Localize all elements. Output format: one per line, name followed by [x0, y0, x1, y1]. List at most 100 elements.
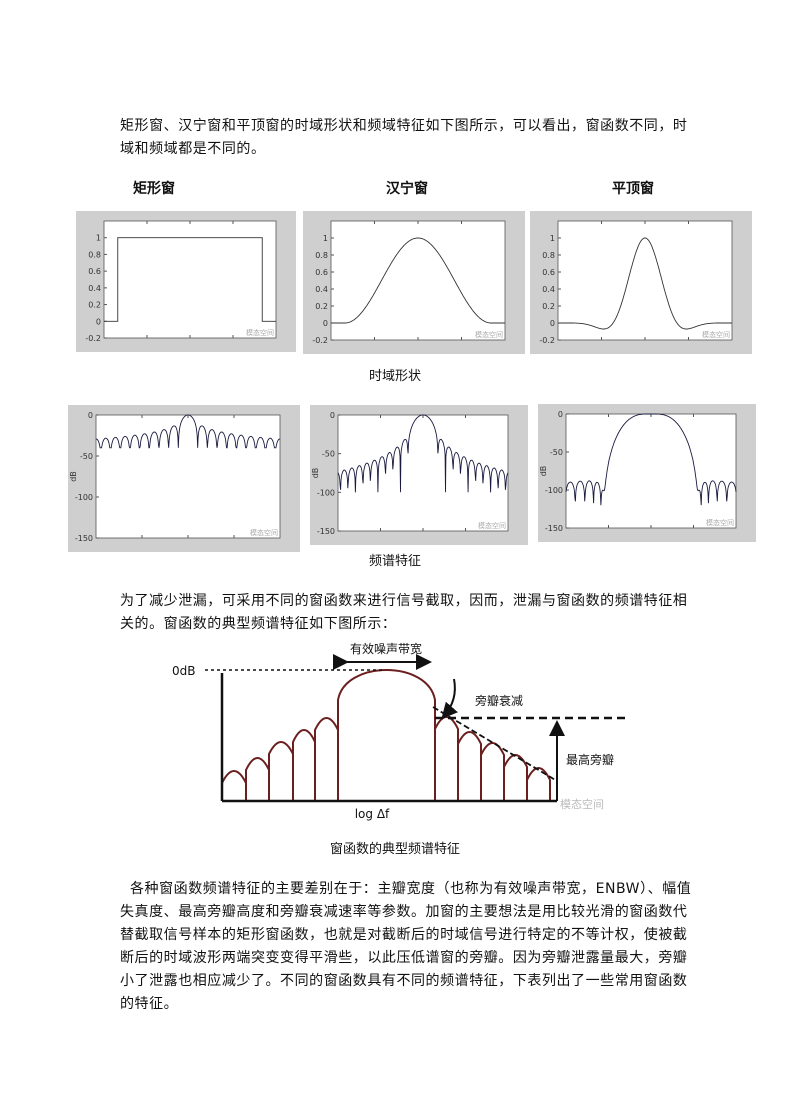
y-tick-label: 0	[550, 319, 555, 328]
series-line-flattop-time	[558, 237, 732, 330]
y-axis-label: dB	[311, 468, 320, 479]
axes-box	[330, 220, 506, 341]
y-tick-label: 0.6	[315, 268, 328, 277]
y-tick-label: 0.6	[542, 268, 555, 277]
y-tick-label: 1	[550, 234, 555, 243]
rolloff-pointer-arrow	[441, 678, 458, 720]
y-tick-label: -150	[317, 527, 335, 536]
title-hanning: 汉宁窗	[386, 181, 428, 197]
sidelobe	[480, 742, 505, 801]
caption-spectrum: 频谱特征	[369, 554, 422, 569]
text-line: 小了泄露也相应减少了。不同的窗函数具有不同的频谱特征，下表列出了一些常用窗函数	[120, 973, 688, 989]
watermark: 模态空间	[560, 797, 604, 811]
title-flattop: 平顶窗	[612, 181, 654, 197]
text-line: 各种窗函数频谱特征的主要差别在于：主瓣宽度（也称为有效噪声带宽，ENBW）、幅值	[120, 881, 692, 897]
y-tick-label: 1	[323, 234, 328, 243]
sidelobe	[245, 757, 270, 801]
sidelobe	[292, 729, 316, 801]
text-line: 替截取信号样本的矩形窗函数，也就是对截断后的时域信号进行特定的不等计权，使被截	[120, 927, 688, 943]
y-tick-label: -50	[322, 450, 335, 459]
main-lobe	[337, 669, 436, 801]
highest-sidelobe-label: 最高旁瓣	[566, 752, 614, 767]
y-tick-label: -100	[75, 493, 93, 502]
watermark: 模态空间	[475, 330, 503, 339]
plot-svg: 1 0.8 0.6 0.4 0.2 0 -0.2 模态空间	[539, 220, 733, 345]
y-axis-label: dB	[69, 471, 78, 482]
series-line-flattop-spectrum	[565, 413, 737, 506]
series-line-hanning-time	[331, 237, 505, 324]
watermark: 模态空间	[246, 328, 274, 337]
plot-svg: 0 -50 -100 -150 dB 模态空间	[69, 411, 281, 543]
y-tick-label: 0.4	[542, 285, 555, 294]
enbw-label: 有效噪声带宽	[350, 641, 422, 656]
axes-box	[103, 220, 277, 339]
axes-box	[557, 220, 733, 341]
watermark: 模态空间	[250, 528, 278, 537]
axes-box	[565, 413, 737, 529]
text-line: 的特征。	[120, 996, 179, 1012]
sidelobe	[314, 717, 339, 801]
axes-box	[337, 414, 509, 532]
series-line-hanning-spectrum	[337, 414, 509, 493]
axes-box	[95, 414, 281, 539]
plot-rectangular-spectrum: 0 -50 -100 -150 dB 模态空间	[68, 405, 300, 552]
text-line: 失真度、最高旁瓣高度和旁瓣衰减速率等参数。加窗的主要想法是用比较光滑的窗函数代	[120, 904, 688, 920]
text-line: 关的。窗函数的典型频谱特征如下图所示：	[120, 616, 397, 632]
sidelobe	[526, 767, 551, 801]
y-tick-label: 0.8	[315, 251, 328, 260]
y-tick-label: 1	[96, 234, 101, 243]
plot-svg: 0 -50 -100 -150 dB 模态空间	[311, 411, 509, 536]
series-line-rectangular-time	[104, 237, 276, 322]
y-tick-label: 0.8	[88, 250, 101, 259]
sidelobe-rolloff-label: 旁瓣衰减	[475, 693, 523, 708]
y-tick-label: 0	[330, 411, 335, 420]
zero-db-label: 0dB	[172, 664, 195, 678]
sidelobe	[457, 731, 482, 801]
y-tick-label: -0.2	[85, 334, 101, 343]
plot-rectangular-time: 1 0.8 0.6 0.4 0.2 0 -0.2 模态空间	[76, 211, 296, 352]
y-tick-label: 0.2	[88, 301, 101, 310]
y-tick-label: 0.2	[315, 302, 328, 311]
rolloff-dashed-line	[432, 706, 558, 782]
y-tick-label: 0	[323, 319, 328, 328]
y-tick-label: -0.2	[539, 336, 555, 345]
text-line: 断后的时域波形两端突变变得平滑些，以此压低谱窗的旁瓣。因为旁瓣泄露量最大，旁瓣	[120, 950, 688, 966]
text-line: 矩形窗、汉宁窗和平顶窗的时域形状和频域特征如下图所示，可以看出，窗函数不同，时	[120, 118, 688, 134]
y-tick-label: 0.4	[88, 284, 101, 293]
y-tick-label: 0	[558, 410, 563, 419]
y-tick-label: 0.2	[542, 302, 555, 311]
spectrum-lobes	[221, 669, 551, 801]
y-axis-label: dB	[539, 466, 548, 477]
plot-flattop-time: 1 0.8 0.6 0.4 0.2 0 -0.2 模态空间	[530, 211, 752, 354]
sidelobe	[434, 716, 459, 801]
x-axis-label: log Δf	[355, 807, 390, 821]
y-tick-label: 0.8	[542, 251, 555, 260]
y-tick-label: -50	[80, 452, 93, 461]
y-tick-label: 0	[96, 317, 101, 326]
y-tick-label: -150	[75, 534, 93, 543]
title-rectangular: 矩形窗	[133, 181, 175, 197]
watermark: 模态空间	[478, 521, 506, 530]
y-tick-label: 0.4	[315, 285, 328, 294]
y-tick-label: 0.6	[88, 267, 101, 276]
sidelobe	[221, 770, 247, 801]
plot-svg: 1 0.8 0.6 0.4 0.2 0 -0.2 模态空间	[85, 220, 277, 343]
y-tick-label: -100	[545, 486, 563, 495]
y-tick-label: -50	[550, 448, 563, 457]
caption-diagram: 窗函数的典型频谱特征	[330, 842, 461, 857]
plot-hanning-spectrum: 0 -50 -100 -150 dB 模态空间	[310, 405, 528, 545]
y-tick-label: -100	[317, 488, 335, 497]
watermark: 模态空间	[702, 330, 730, 339]
y-tick-label: 0	[88, 411, 93, 420]
caption-time-domain: 时域形状	[369, 369, 422, 384]
text-line: 为了减少泄漏，可采用不同的窗函数来进行信号截取，因而，泄漏与窗函数的频谱特征相	[120, 593, 688, 609]
sidelobe	[503, 754, 528, 801]
text-line: 域和频域都是不同的。	[120, 141, 266, 157]
y-tick-label: -150	[545, 524, 563, 533]
series-line-rectangular-spectrum	[95, 414, 281, 449]
